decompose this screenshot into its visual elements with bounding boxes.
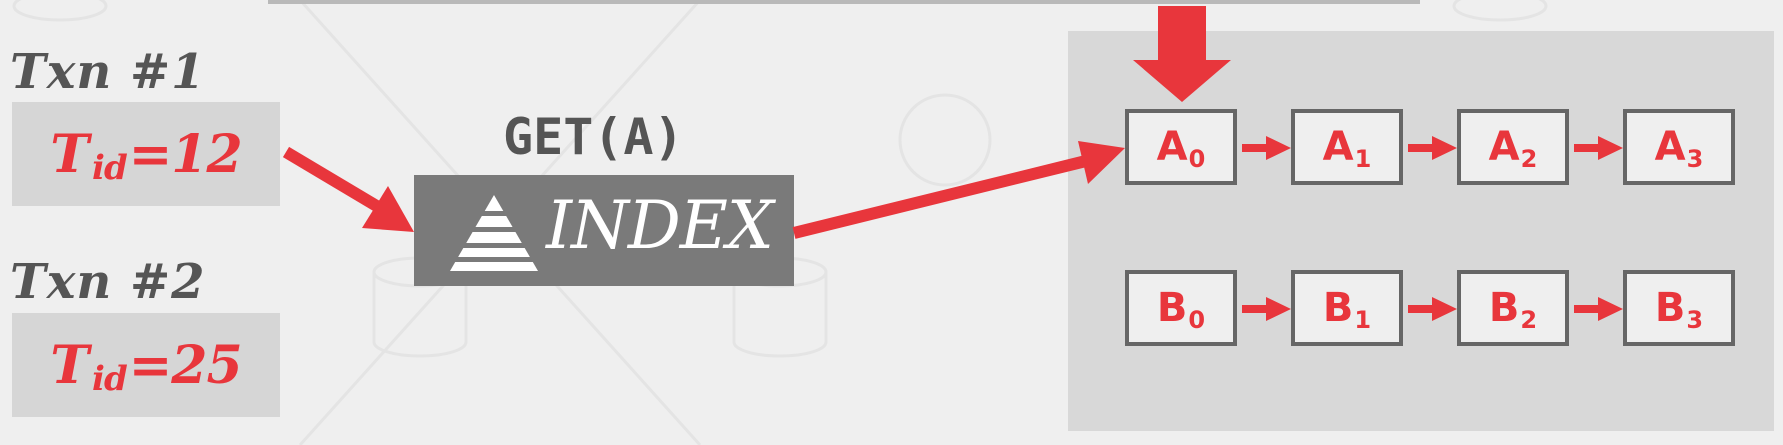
txn-2-label: Txn #2	[10, 254, 206, 310]
index-label: INDEX	[546, 187, 774, 264]
version-letter: A	[1322, 124, 1354, 170]
tid-subscript: id	[92, 148, 128, 188]
index-box: INDEX	[414, 175, 794, 286]
version-subscript: 2	[1520, 145, 1538, 173]
pyramid-icon	[446, 195, 542, 271]
txn-1-label: Txn #1	[10, 44, 206, 100]
version-subscript: 3	[1686, 306, 1704, 334]
tid-prefix: T	[50, 123, 89, 185]
version-subscript: 1	[1354, 306, 1372, 334]
version-subscript: 0	[1188, 306, 1206, 334]
version-letter: A	[1156, 124, 1188, 170]
version-subscript: 1	[1354, 145, 1372, 173]
version-subscript: 3	[1686, 145, 1704, 173]
tid-subscript: id	[92, 359, 128, 399]
tid-prefix: T	[50, 334, 89, 396]
version-letter: B	[1488, 285, 1520, 331]
top-divider-bar	[268, 0, 1420, 4]
tid-value: =25	[128, 334, 243, 396]
version-letter: A	[1654, 124, 1686, 170]
table-panel	[1068, 31, 1774, 431]
version-subscript: 2	[1520, 306, 1538, 334]
version-subscript: 0	[1188, 145, 1206, 173]
version-letter: B	[1322, 285, 1354, 331]
operation-label: GET(A)	[503, 108, 684, 166]
version-letter: A	[1488, 124, 1520, 170]
tid-value: =12	[128, 123, 243, 185]
version-letter: B	[1654, 285, 1686, 331]
version-letter: B	[1156, 285, 1188, 331]
